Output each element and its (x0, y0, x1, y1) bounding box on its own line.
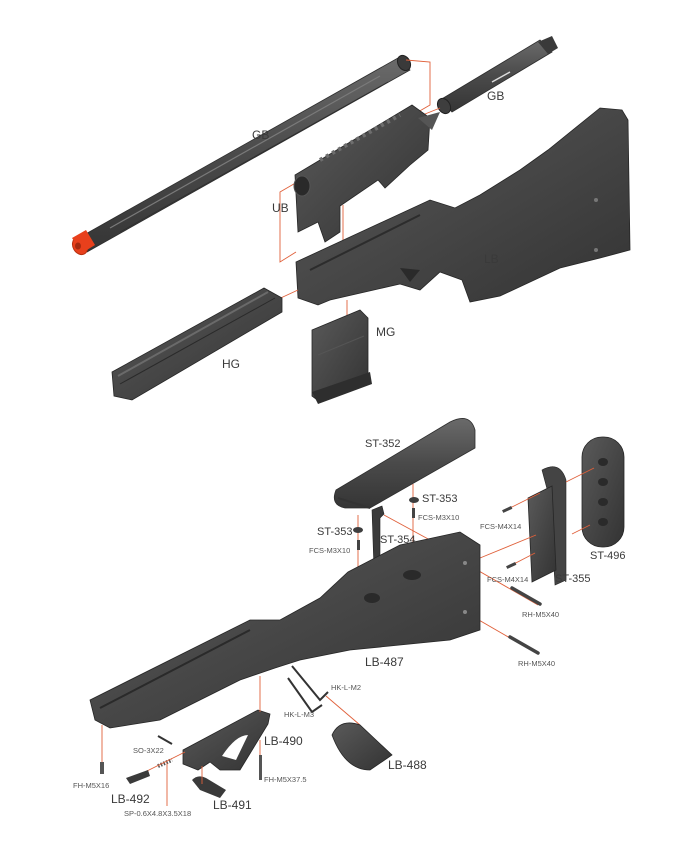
label-lb-488: LB-488 (388, 758, 427, 772)
label-fcs-m4x14-a: FCS-M4X14 (480, 522, 522, 531)
screw-b (357, 540, 360, 550)
upper-receiver (293, 104, 440, 243)
label-hg: HG (222, 357, 240, 371)
label-gb-barrel: GB (252, 128, 270, 142)
label-gb-gearbox: GB (487, 89, 505, 103)
bolt-rh-b (508, 635, 540, 655)
stock-body (89, 531, 481, 729)
label-hk-l-m2: HK-L-M2 (331, 683, 362, 692)
label-so-3x22: SO-3X22 (133, 746, 164, 755)
label-st-353-b: ST-353 (317, 526, 353, 538)
screw-m4-b (506, 561, 517, 569)
label-rh-m5x40-a: RH-M5X40 (522, 610, 560, 619)
pin-so-3x22 (157, 735, 173, 745)
label-fcs-m3x10-a: FCS-M3X10 (418, 513, 460, 522)
label-lb-491: LB-491 (213, 798, 252, 812)
label-lb: LB (484, 252, 499, 266)
label-st-352: ST-352 (365, 438, 401, 450)
label-fcs-m4x14-b: FCS-M4X14 (487, 575, 529, 584)
label-st-355: ST-355 (555, 573, 591, 585)
label-lb-492: LB-492 (111, 792, 150, 806)
label-sp-spring: SP-0.6X4.8X3.5X18 (124, 809, 192, 818)
gearbox (436, 36, 558, 115)
label-ub: UB (272, 201, 289, 215)
screw-fh-m5x37 (259, 755, 262, 780)
handguard (111, 287, 283, 401)
hex-key-m2 (291, 665, 329, 702)
label-fh-m5x37-5: FH-M5X37.5 (264, 775, 307, 784)
grip-cap (331, 722, 393, 771)
screw-m4-a (502, 505, 513, 513)
label-st-353-a: ST-353 (422, 493, 458, 505)
cheek-rest (333, 418, 476, 509)
label-rh-m5x40-b: RH-M5X40 (518, 659, 556, 668)
spring (157, 758, 173, 768)
washer-a (409, 497, 419, 503)
label-st-354: ST-354 (380, 534, 416, 546)
label-fh-m5x16: FH-M5X16 (73, 781, 110, 790)
magazine (311, 309, 372, 404)
label-hk-l-m3: HK-L-M3 (284, 710, 315, 719)
trigger-guard (182, 709, 271, 771)
label-mg: MG (376, 325, 396, 339)
outer-barrel (71, 54, 412, 256)
screw-fh-m5x16 (100, 762, 104, 774)
label-fcs-m3x10-b: FCS-M3X10 (309, 546, 351, 555)
screw-a (412, 508, 415, 518)
label-lb-490: LB-490 (264, 734, 303, 748)
butt-spacer (527, 466, 567, 586)
label-st-496: ST-496 (590, 550, 626, 562)
lower-stock (295, 107, 631, 306)
mag-release-lb-491 (192, 776, 226, 798)
butt-pad (581, 436, 625, 548)
safety-lb-492 (126, 770, 150, 784)
washer-b (353, 527, 363, 533)
bolt-rh-a (510, 586, 542, 606)
hex-key-m3 (287, 677, 323, 714)
label-lb-487: LB-487 (365, 655, 404, 669)
